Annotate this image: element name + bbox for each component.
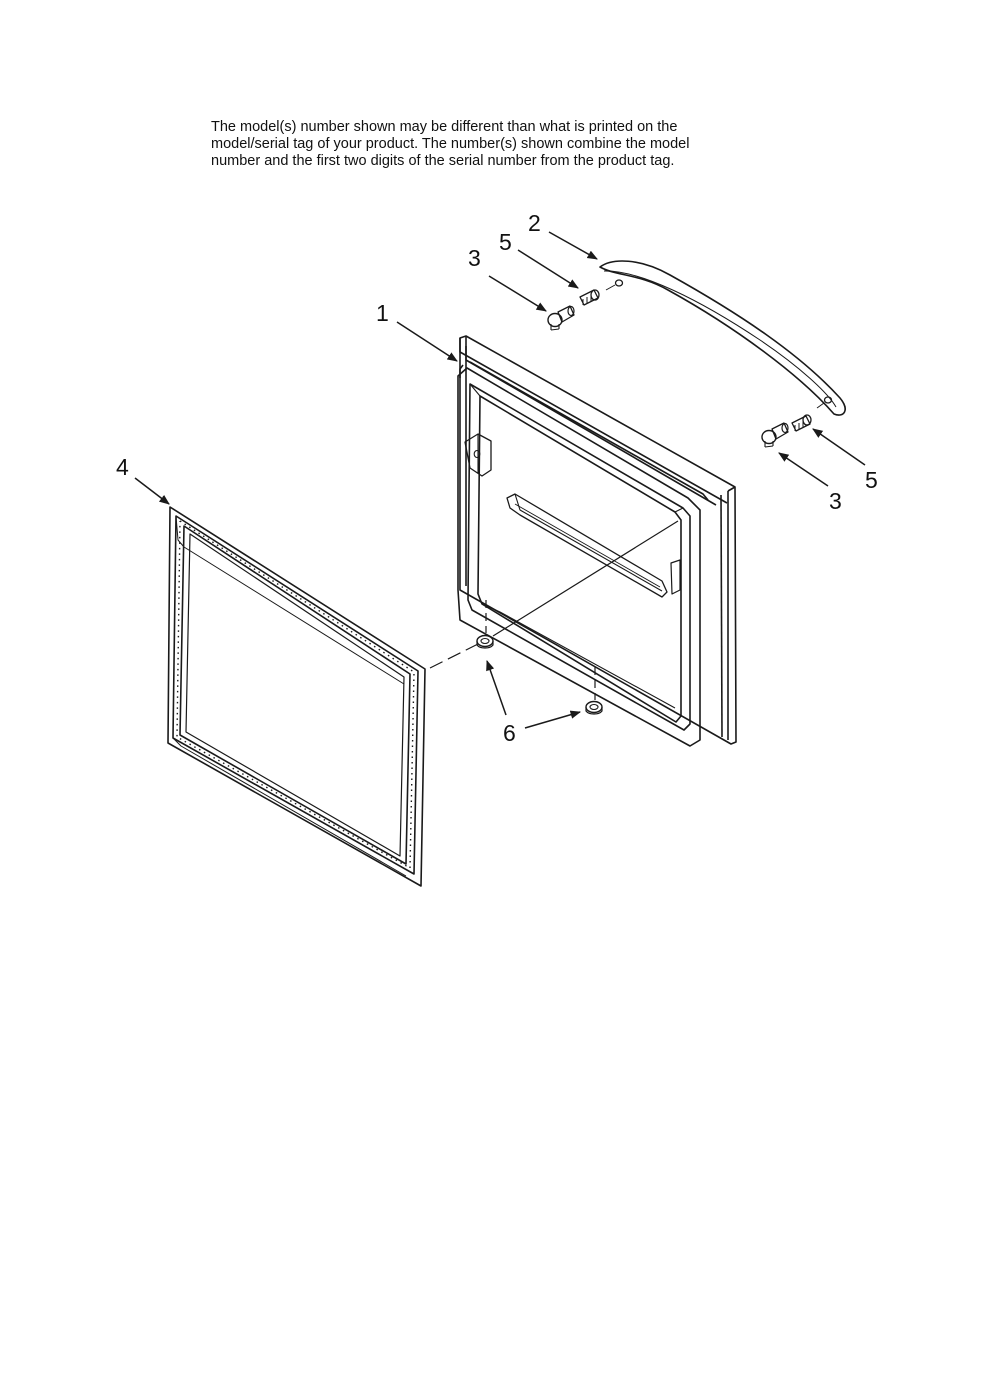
- leader-3-right: [778, 452, 829, 487]
- callout-shoulder-screw-top: 5: [499, 229, 512, 255]
- leader-1: [396, 321, 458, 362]
- model-number-notice: The model(s) number shown may be differe…: [211, 119, 811, 170]
- assembly-guide-lines: [429, 520, 679, 700]
- mounting-screw-right: [761, 422, 789, 448]
- door-bumper-right: [585, 700, 603, 715]
- callout-bumpers: 6: [503, 720, 516, 746]
- callout-mounting-screw-top: 3: [468, 245, 481, 271]
- shoulder-screw-right: [791, 414, 812, 432]
- callout-gasket: 4: [116, 454, 129, 480]
- notice-line-2: model/serial tag of your product. The nu…: [211, 136, 690, 152]
- mounting-screw-top: [547, 305, 575, 331]
- leader-4: [134, 477, 170, 505]
- callout-mounting-screw-right: 3: [829, 488, 842, 514]
- callout-numbers: 1 2 5 3 4 5 3 6: [116, 210, 878, 746]
- callout-leaders: [134, 231, 866, 729]
- leader-6-left: [486, 660, 507, 716]
- callout-shoulder-screw-right: 5: [865, 467, 878, 493]
- callout-door: 1: [376, 300, 389, 326]
- door-gasket: [167, 506, 426, 887]
- notice-line-3: number and the first two digits of the s…: [211, 153, 675, 169]
- notice-line-1: The model(s) number shown may be differe…: [211, 119, 678, 135]
- leader-6-right: [524, 710, 582, 729]
- callout-handle: 2: [528, 210, 541, 236]
- freezer-door: [457, 335, 737, 747]
- shoulder-screw-top: [579, 289, 600, 306]
- leader-5-top: [517, 249, 579, 289]
- leader-2: [548, 231, 598, 260]
- door-bumper-left: [476, 634, 494, 649]
- door-handle: [599, 260, 846, 416]
- leader-5-right: [812, 428, 866, 466]
- leader-3-top: [488, 275, 547, 312]
